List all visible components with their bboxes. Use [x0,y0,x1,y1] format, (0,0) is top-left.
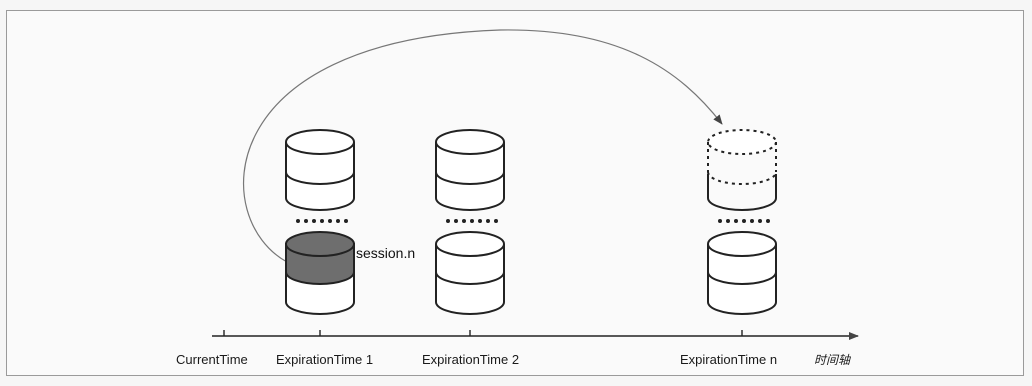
bucket-n-ellipsis [718,219,770,223]
tick-label-expiration-1: ExpirationTime 1 [276,352,373,367]
diagram-border [6,10,1024,376]
bucket-n-top-cylinder [707,129,777,211]
bucket-2-ellipsis [446,219,498,223]
bucket-1-ellipsis [296,219,348,223]
tick-label-expiration-n: ExpirationTime n [680,352,777,367]
move-arrow [242,29,723,263]
session-label: session.n [356,245,415,261]
tick-label-current-time: CurrentTime [176,352,248,367]
tick-label-expiration-2: ExpirationTime 2 [422,352,519,367]
bucket-2-top-cylinder [435,129,505,211]
bucket-1-bottom-cylinder [285,231,355,315]
bucket-n-bottom-cylinder [707,231,777,315]
bucket-2-bottom-cylinder [435,231,505,315]
bucket-1-top-cylinder [285,129,355,211]
axis-name: 时间轴 [814,353,852,367]
